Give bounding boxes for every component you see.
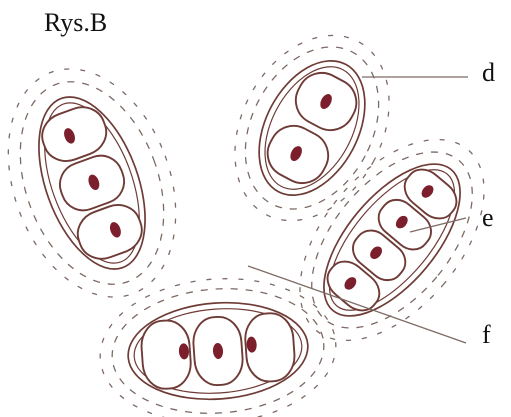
label-d: d <box>482 58 495 87</box>
label-e: e <box>482 203 494 232</box>
cell-wall <box>238 43 387 213</box>
cell-cluster-left <box>0 45 206 320</box>
capsule-ring <box>219 24 406 232</box>
cell-wall <box>299 141 485 339</box>
cell-cluster-bottom <box>95 271 340 417</box>
figure-title: Rys.B <box>44 8 107 37</box>
label-f: f <box>482 320 491 349</box>
